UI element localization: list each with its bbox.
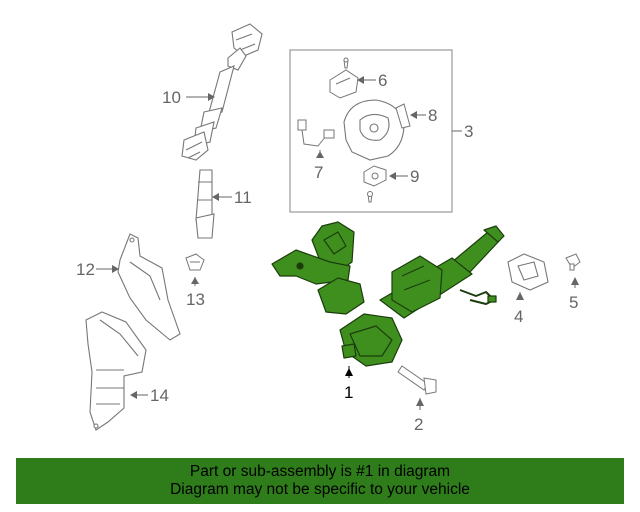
callout-8-label: 8 [428,106,437,125]
callout-10-label: 10 [162,88,181,107]
notice-line-2: Diagram may not be specific to your vehi… [170,481,470,498]
callout-4-label: 4 [514,307,523,326]
part-6-sensor[interactable] [329,57,359,99]
callout-9: 9 [389,167,419,186]
callout-13-label: 13 [186,290,205,309]
part-7-wire-harness[interactable] [297,119,335,147]
callout-12: 12 [76,260,119,279]
callout-9-label: 9 [410,167,419,186]
callout-6: 6 [357,71,387,90]
part-5-bolt[interactable] [565,253,581,271]
part-11-shaft[interactable] [195,169,215,239]
part-13-clip[interactable] [185,253,205,271]
callout-4: 4 [514,292,524,326]
vehicle-notice-banner: Part or sub-assembly is #1 in diagram Di… [16,458,624,504]
part-12-column-cover[interactable] [117,233,181,341]
part-9-sensor[interactable] [363,165,387,203]
callout-5: 5 [569,277,579,312]
part-8-connector[interactable] [395,103,411,129]
callout-12-label: 12 [76,260,95,279]
part-10-intermediate-shaft[interactable] [181,23,263,161]
part-4-bracket[interactable] [507,253,549,291]
callout-13: 13 [186,277,205,309]
part-2-bolt[interactable] [397,365,437,395]
notice-line-1: Part or sub-assembly is #1 in diagram [189,463,451,480]
callout-7-label: 7 [314,163,323,182]
callout-7: 7 [314,150,324,182]
callout-2-label: 2 [414,415,423,434]
callout-1-label: 1 [344,383,353,402]
callout-11-label: 11 [234,188,252,207]
part-14-lower-cover[interactable] [85,311,147,431]
callout-8: 8 [410,106,437,125]
callout-11: 11 [212,188,252,207]
part-3-clock-spring[interactable] [343,99,405,161]
callout-5-label: 5 [569,293,578,312]
callout-6-label: 6 [378,71,387,90]
callout-14-label: 14 [150,386,169,405]
callout-10: 10 [162,88,215,107]
callout-14: 14 [130,386,169,405]
part-1-steering-column[interactable] [271,221,505,367]
callout-1: 1 [344,366,353,402]
callout-2: 2 [414,398,424,434]
callout-3-label: 3 [464,122,473,141]
